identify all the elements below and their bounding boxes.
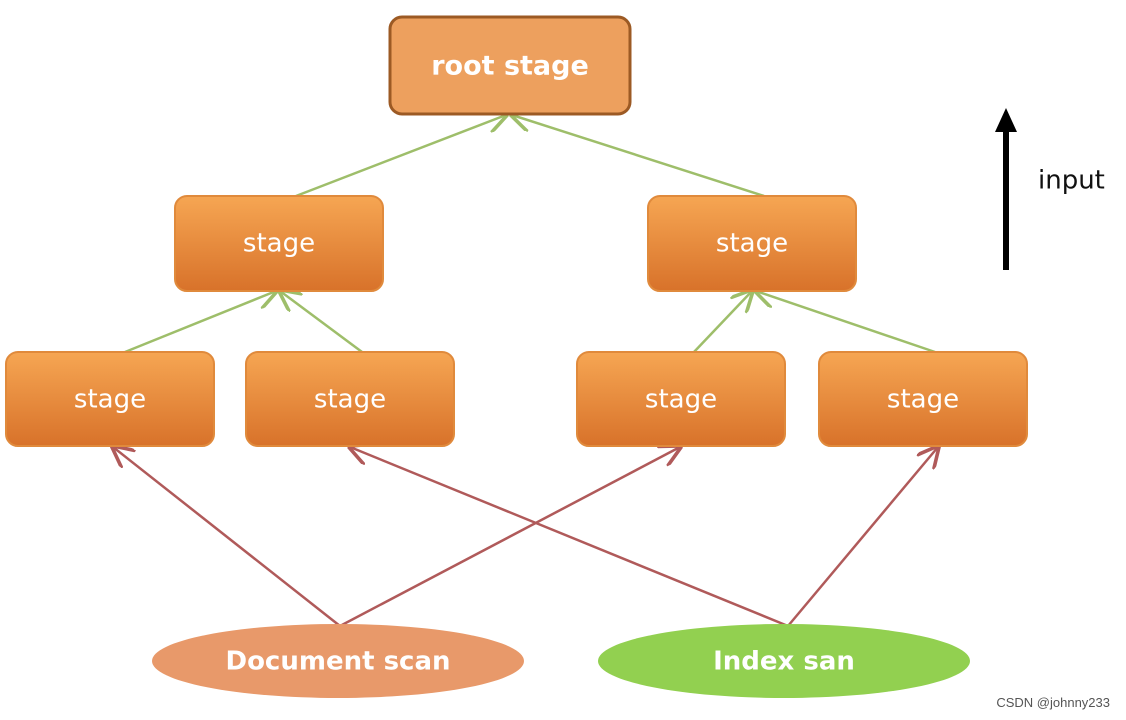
stage-node-leaf-3: stage [576, 351, 786, 447]
edge-docscan-to-leaf1 [113, 447, 341, 627]
stage-node-leaf-4: stage [818, 351, 1028, 447]
up-arrow-head-icon [995, 108, 1017, 132]
input-direction-indicator: input [995, 108, 1105, 270]
stage-node-leaf-1: stage [5, 351, 215, 447]
stage-label: stage [314, 385, 386, 415]
edge-right-mid-to-root [512, 115, 765, 198]
edge-indexsan-to-leaf4 [787, 447, 938, 627]
edge-leaf1-to-left-mid [124, 291, 276, 354]
source-node-document-scan: Document scan [152, 624, 524, 698]
edge-left-mid-to-root [295, 115, 506, 198]
input-direction-label: input [1038, 166, 1105, 196]
stage-edges [124, 115, 936, 354]
stage-label: stage [645, 385, 717, 415]
root-stage-label: root stage [431, 51, 589, 82]
edge-docscan-to-leaf3 [339, 447, 680, 628]
root-stage-node: root stage [388, 15, 632, 116]
stage-node-leaf-2: stage [245, 351, 455, 447]
source-label-index-san: Index san [713, 647, 855, 677]
stage-node-left-mid: stage [174, 195, 384, 292]
edge-leaf3-to-right-mid [693, 291, 752, 353]
source-edges [113, 447, 938, 628]
watermark: CSDN @johnny233 [996, 695, 1110, 710]
stage-label: stage [887, 385, 959, 415]
edge-indexsan-to-leaf2 [350, 447, 789, 628]
stage-label: stage [243, 229, 315, 259]
stage-label: stage [74, 385, 146, 415]
source-label-document-scan: Document scan [225, 647, 450, 677]
stage-node-right-mid: stage [647, 195, 857, 292]
source-node-index-san: Index san [598, 624, 970, 698]
edge-leaf2-to-left-mid [280, 291, 363, 354]
stage-label: stage [716, 229, 788, 259]
edge-leaf4-to-right-mid [756, 291, 936, 354]
